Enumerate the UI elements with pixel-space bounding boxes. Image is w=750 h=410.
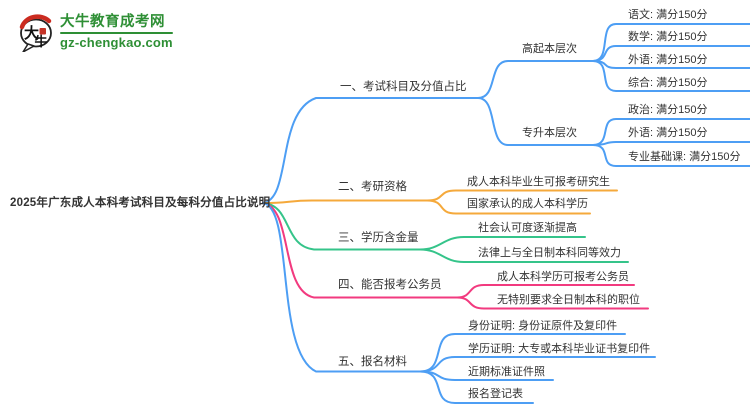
branch-civil-service: 四、能否报考公务员 [338, 279, 442, 291]
leaf-can-apply-civil-service: 成人本科学历可报考公务员 [497, 271, 629, 283]
branch2-lines [262, 189, 618, 215]
branch-exam-subjects: 一、考试科目及分值占比 [340, 81, 467, 93]
site-logo: 大 牛 大牛教育成考网 gz-chengkao.com [18, 12, 173, 52]
leaf-math-score: 数学: 满分150分 [628, 31, 708, 43]
leaf-state-recognized-degree: 国家承认的成人本科学历 [467, 198, 588, 210]
site-domain: gz-chengkao.com [60, 35, 173, 50]
node-zhuanshengben-level: 专升本层次 [522, 127, 577, 139]
branch-postgraduate-eligibility: 二、考研资格 [338, 181, 407, 193]
node-gaoqiben-level: 高起本层次 [522, 43, 577, 55]
leaf-major-basic-course-score: 专业基础课: 满分150分 [628, 151, 741, 163]
leaf-chinese-score: 语文: 满分150分 [628, 9, 708, 21]
leaf-positions-without-fulltime-req: 无特别要求全日制本科的职位 [497, 294, 640, 306]
leaf-id-proof: 身份证明: 身份证原件及复印件 [468, 320, 618, 332]
branch1-lines [262, 23, 750, 204]
logo-text: 大牛教育成考网 gz-chengkao.com [60, 14, 173, 50]
leaf-registration-form: 报名登记表 [468, 388, 523, 400]
leaf-foreign-language2-score: 外语: 满分150分 [628, 127, 708, 139]
branch-registration-materials: 五、报名材料 [338, 356, 407, 368]
leaf-graduates-can-apply: 成人本科毕业生可报考研究生 [467, 176, 610, 188]
logo-char-niu: 牛 [35, 34, 48, 49]
site-name: 大牛教育成考网 [60, 14, 165, 30]
leaf-id-photo: 近期标准证件照 [468, 366, 545, 378]
leaf-legal-equivalence: 法律上与全日制本科同等效力 [478, 247, 621, 259]
leaf-comprehensive-score: 综合: 满分150分 [628, 77, 708, 89]
branch5-lines [262, 202, 656, 404]
leaf-foreign-language-score: 外语: 满分150分 [628, 54, 708, 66]
logo-divider [60, 32, 173, 34]
branch3-lines [262, 202, 629, 263]
branch4-lines [262, 202, 649, 310]
logo-bubble-icon: 大 牛 [19, 14, 52, 52]
mindmap-root: 2025年广东成人本科考试科目及每科分值占比说明 [10, 197, 271, 209]
leaf-politics-score: 政治: 满分150分 [628, 104, 708, 116]
logo-char-da: 大 [24, 24, 39, 42]
leaf-social-recognition: 社会认可度逐渐提高 [478, 222, 577, 234]
leaf-education-proof: 学历证明: 大专或本科毕业证书复印件 [468, 343, 651, 355]
branch-degree-value: 三、学历含金量 [338, 232, 419, 244]
